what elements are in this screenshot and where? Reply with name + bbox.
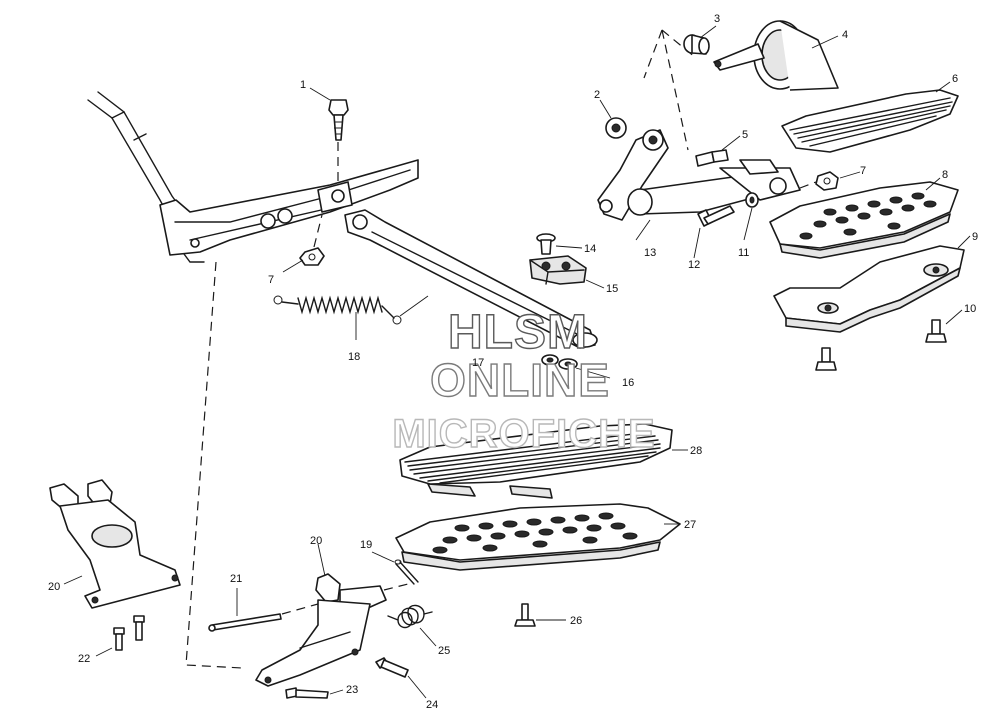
bolt-26	[514, 603, 536, 627]
bolts-10	[815, 319, 947, 371]
callout-19: 19	[360, 539, 372, 551]
callout-4: 4	[842, 29, 848, 41]
callout-10: 10	[964, 303, 976, 315]
spring-25	[387, 604, 433, 629]
callout-22: 22	[78, 653, 90, 665]
washer-11	[745, 192, 759, 208]
callout-1: 1	[300, 79, 306, 91]
callout-21: 21	[230, 573, 242, 585]
bolts-22	[113, 615, 145, 651]
callout-16: 16	[622, 377, 634, 389]
callout-7-left: 7	[268, 274, 274, 286]
callout-12: 12	[688, 259, 700, 271]
nut-7-left	[299, 247, 325, 266]
washers-16	[541, 354, 578, 370]
callout-24: 24	[426, 699, 438, 711]
linkage-13	[597, 129, 801, 221]
callout-13: 13	[644, 247, 656, 259]
callout-20-left: 20	[48, 581, 60, 593]
bolt-14	[536, 233, 556, 255]
callout-7-right: 7	[860, 165, 866, 177]
block-15	[529, 255, 587, 285]
washer-2	[605, 117, 627, 139]
callout-17: 17	[472, 357, 484, 369]
callout-18: 18	[348, 351, 360, 363]
callout-5: 5	[742, 129, 748, 141]
callout-14: 14	[584, 243, 596, 255]
spring-18	[273, 295, 402, 325]
callout-11: 11	[738, 247, 749, 259]
bolt-5	[695, 149, 729, 167]
bracket-20-left	[49, 479, 181, 609]
pin-12	[697, 205, 735, 227]
nut-7-right	[815, 171, 839, 191]
bushing-3	[683, 34, 710, 55]
pin-21	[208, 613, 282, 632]
callout-9: 9	[972, 231, 978, 243]
footboard-28	[399, 423, 673, 499]
footboard-pad-6	[781, 89, 959, 153]
callout-27: 27	[684, 519, 696, 531]
bolt-24	[375, 657, 409, 678]
callout-28: 28	[690, 445, 702, 457]
callout-25: 25	[438, 645, 450, 657]
callout-15: 15	[606, 283, 618, 295]
callout-3: 3	[714, 13, 720, 25]
kickstand-arm	[344, 209, 598, 349]
callout-6: 6	[952, 73, 958, 85]
callout-8: 8	[942, 169, 948, 181]
callout-2: 2	[594, 89, 600, 101]
bolt-23	[285, 687, 329, 699]
cover-4	[713, 20, 839, 91]
cotter-pin-19	[394, 559, 419, 585]
bolt-1	[328, 99, 349, 141]
footboard-27	[395, 503, 681, 571]
callout-26: 26	[570, 615, 582, 627]
watermark-line-3: MICROFICHE	[392, 412, 655, 456]
watermark-line-2: ONLINE	[430, 354, 610, 406]
callout-labels: 1 2 3 4 5 6 7 7 8 9 10 11 12 13 14 15 16…	[48, 13, 978, 711]
mounting-plate-9	[773, 245, 965, 333]
watermark-line-1: HLSM	[448, 306, 588, 359]
callout-20-right: 20	[310, 535, 322, 547]
frame-rail	[87, 91, 419, 263]
footboard-base-8	[769, 181, 959, 259]
callout-23: 23	[346, 684, 358, 696]
bracket-20-right	[255, 573, 387, 687]
